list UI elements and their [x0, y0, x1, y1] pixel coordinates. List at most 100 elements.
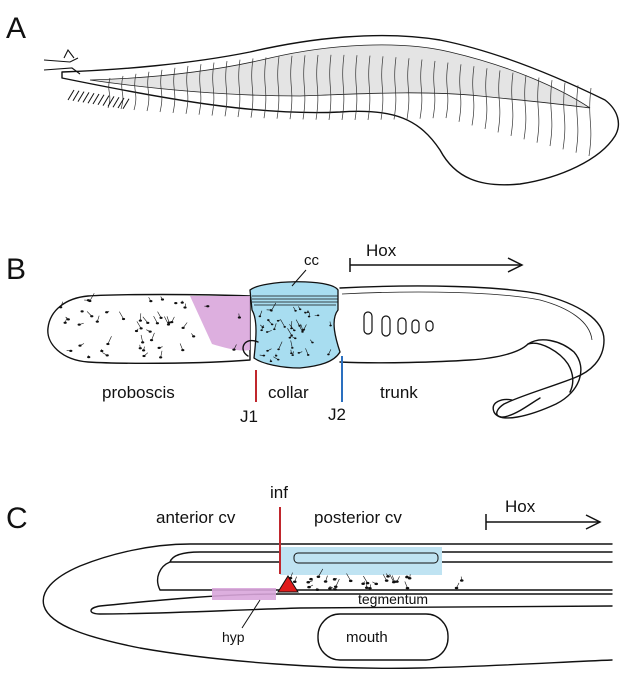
neuron-process [164, 316, 169, 325]
neuron-process [389, 574, 395, 583]
neuron-process [160, 296, 163, 300]
gill-slits [363, 311, 434, 337]
cirrus-line [92, 93, 100, 105]
myomere-line [445, 62, 449, 119]
neuron-process [308, 584, 314, 588]
neuron-process [329, 321, 331, 326]
hox-arrowhead-c [585, 514, 602, 530]
cirrus-line [67, 89, 75, 101]
ventral-cirri [67, 89, 130, 110]
neuron-process [293, 306, 296, 311]
neuron-process [140, 334, 143, 343]
neuron-process [136, 321, 142, 329]
neuron-process [292, 351, 294, 356]
neuron-process [107, 336, 112, 345]
neuron-process [238, 313, 240, 318]
proboscis-violet-region [190, 296, 250, 351]
neuron-cell [315, 588, 320, 592]
neuron-cell [291, 346, 294, 349]
neuron-process [372, 581, 377, 585]
myomere-line [198, 64, 202, 115]
neuron-process [460, 576, 463, 581]
neuron-cell [274, 354, 278, 357]
neuron-cell [134, 329, 139, 333]
myomere-line [159, 69, 163, 113]
neuron-process [456, 582, 460, 589]
cirrus-line [107, 96, 115, 107]
myomere-line [549, 80, 553, 147]
neuron-process [335, 578, 340, 587]
neuron-process [290, 572, 293, 579]
mouth-outline [317, 613, 449, 661]
myomere-line [354, 55, 358, 121]
neuron-process [60, 301, 64, 308]
neuron-process [362, 581, 366, 584]
hox-label-b: Hox [366, 241, 397, 260]
neuron-process [64, 317, 68, 323]
panel-c-letter: C [6, 502, 28, 535]
trunk-dorsal-cord [341, 291, 593, 341]
trunk-outline [339, 285, 605, 418]
posterior-cv-inner [293, 552, 439, 564]
neuron-cell [142, 349, 146, 352]
neuron-process [298, 323, 303, 332]
anterior-vesicle [156, 561, 613, 591]
hyp-label: hyp [222, 629, 245, 645]
cirrus-line [97, 94, 105, 106]
cirrus-line [77, 91, 85, 102]
neuron-process [308, 312, 310, 317]
proboscis-neurons [59, 293, 241, 359]
neuron-cell [232, 348, 236, 351]
mouth-label: mouth [346, 629, 388, 646]
hyp-pointer [241, 599, 261, 629]
myomere-line [172, 67, 176, 114]
cirrus-line [87, 92, 95, 104]
neuron-process [325, 575, 328, 582]
neuron-process [298, 351, 303, 354]
neuron-process [184, 303, 186, 308]
panel-a: A [6, 12, 620, 186]
cirrus-line [112, 96, 120, 108]
myomere-line [588, 87, 592, 157]
trunk-label: trunk [380, 383, 418, 402]
neuron-process [259, 310, 263, 317]
neuron-process [87, 355, 90, 358]
neuron-process [274, 323, 277, 330]
neuron-process [102, 352, 108, 356]
neuron-process [396, 576, 400, 582]
neuron-process [346, 573, 351, 582]
neuron-process [119, 311, 124, 320]
myomere-line [211, 62, 215, 116]
neuron-process [160, 350, 163, 358]
hox-arrowhead-b [507, 257, 524, 273]
myomere-line [484, 68, 488, 130]
collar-neurons [258, 302, 332, 363]
collar-label: collar [268, 383, 309, 402]
myomere-line [263, 57, 267, 119]
neuron-process [65, 316, 69, 320]
neuron-process [278, 341, 283, 350]
panel-c: C Hox inf anterior cv posterior cv tegme… [6, 483, 613, 669]
neuron-cell [365, 581, 370, 585]
neuron-process [179, 343, 184, 351]
oral-cirri [43, 48, 81, 75]
neuron-process [363, 575, 368, 584]
cirrus-line [72, 90, 80, 102]
neuron-cell [157, 346, 161, 349]
neuron-process [259, 354, 264, 356]
myomere-line [367, 55, 371, 120]
myomere-line [419, 59, 423, 119]
amphioxus-body-outline [61, 34, 620, 186]
myomere-line [393, 57, 397, 120]
hox-label-c: Hox [505, 497, 536, 516]
j1-label: J1 [240, 407, 258, 426]
neuron-process [382, 574, 387, 581]
neuron-process [290, 340, 293, 348]
neuron-process [143, 352, 149, 357]
myomere-line [302, 55, 306, 120]
panel-b-letter: B [6, 253, 26, 286]
neuron-cell [391, 580, 396, 584]
neuron-process [106, 310, 110, 313]
neuron-process [267, 330, 272, 333]
myomere-line [237, 59, 241, 118]
